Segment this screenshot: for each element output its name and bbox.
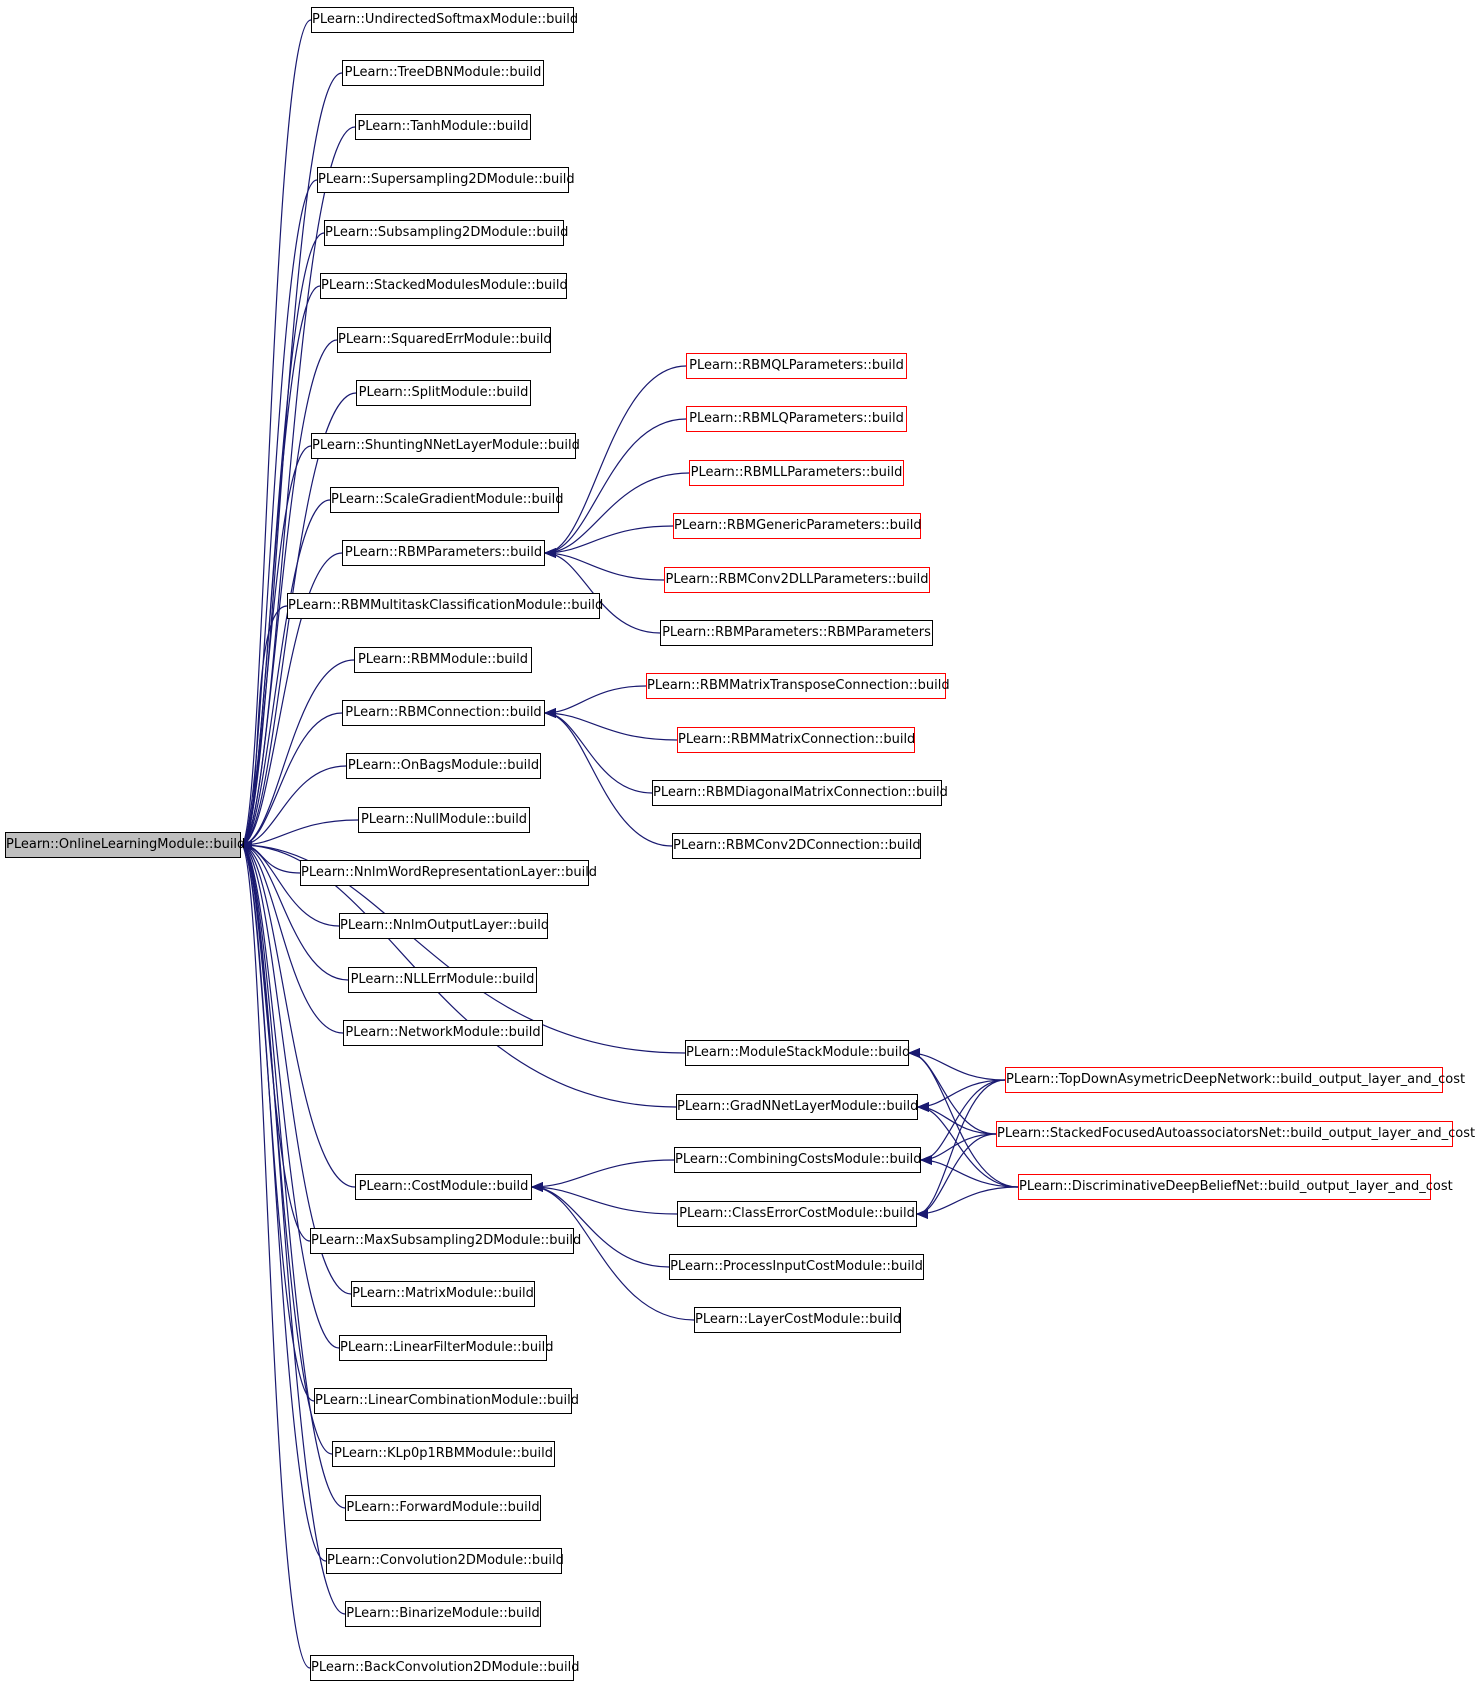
node-k1[interactable]: PLearn::CombiningCostsModule::build: [674, 1147, 922, 1173]
edge-n14-to-root: [240, 712, 343, 850]
node-p6[interactable]: PLearn::RBMParameters::RBMParameters: [660, 620, 933, 646]
node-n28[interactable]: PLearn::KLp0p1RBMModule::build: [332, 1441, 555, 1467]
edge-n31-to-root: [240, 840, 346, 1615]
edge-n30-to-root: [240, 840, 327, 1562]
node-n21[interactable]: PLearn::ModuleStackModule::build: [685, 1040, 910, 1066]
node-p5[interactable]: PLearn::RBMConv2DLLParameters::build: [664, 567, 930, 593]
node-n27[interactable]: PLearn::LinearCombinationModule::build: [314, 1388, 579, 1414]
node-n19[interactable]: PLearn::NLLErrModule::build: [348, 967, 537, 993]
edge-n32-to-root: [240, 840, 311, 1669]
edge-n11-to-root: [240, 552, 343, 850]
edge-n26-to-root: [240, 840, 340, 1349]
node-t2[interactable]: PLearn::StackedFocusedAutoassociatorsNet…: [996, 1121, 1475, 1147]
node-n29[interactable]: PLearn::ForwardModule::build: [345, 1495, 541, 1521]
node-n26[interactable]: PLearn::LinearFilterModule::build: [339, 1335, 554, 1361]
edge-c4-to-n14: [544, 708, 673, 847]
node-c1[interactable]: PLearn::RBMMatrixTransposeConnection::bu…: [646, 673, 950, 699]
edge-n10-to-root: [240, 499, 331, 850]
edge-c1-to-n14: [544, 685, 647, 718]
node-n8[interactable]: PLearn::SplitModule::build: [356, 380, 531, 406]
edge-c2-to-n14: [544, 708, 678, 741]
edge-p4-to-n11: [544, 525, 674, 558]
node-n18[interactable]: PLearn::NnlmOutputLayer::build: [339, 913, 549, 939]
edge-n5-to-root: [240, 232, 325, 850]
edge-t1-to-k2: [916, 1079, 1006, 1219]
node-n13[interactable]: PLearn::RBMModule::build: [354, 647, 532, 673]
edge-n19-to-root: [240, 840, 349, 981]
node-t1[interactable]: PLearn::TopDownAsymetricDeepNetwork::bui…: [1005, 1067, 1465, 1093]
edge-n6-to-root: [240, 285, 321, 850]
node-n30[interactable]: PLearn::Convolution2DModule::build: [326, 1548, 564, 1574]
node-c4[interactable]: PLearn::RBMConv2DConnection::build: [672, 833, 921, 859]
edge-k2-to-n23: [531, 1182, 678, 1215]
node-n1[interactable]: PLearn::UndirectedSoftmaxModule::build: [311, 7, 578, 33]
node-n9[interactable]: PLearn::ShuntingNNetLayerModule::build: [311, 433, 580, 459]
edge-k1-to-n23: [531, 1159, 675, 1192]
edge-n4-to-root: [240, 179, 318, 850]
node-n22[interactable]: PLearn::GradNNetLayerModule::build: [676, 1094, 918, 1120]
edge-p5-to-n11: [544, 548, 665, 581]
node-c2[interactable]: PLearn::RBMMatrixConnection::build: [677, 727, 915, 753]
node-n11[interactable]: PLearn::RBMParameters::build: [342, 540, 545, 566]
edge-p2-to-n11: [544, 418, 687, 558]
node-n3[interactable]: PLearn::TanhModule::build: [355, 114, 531, 140]
edge-t3-to-n21: [908, 1048, 1019, 1188]
node-n12[interactable]: PLearn::RBMMultitaskClassificationModule…: [287, 593, 603, 619]
node-n24[interactable]: PLearn::MaxSubsampling2DModule::build: [310, 1228, 581, 1254]
node-p1[interactable]: PLearn::RBMQLParameters::build: [686, 353, 907, 379]
edge-n21-to-root: [240, 840, 686, 1054]
edge-n1-to-root: [240, 19, 312, 850]
edge-n25-to-root: [240, 840, 352, 1295]
node-n16[interactable]: PLearn::NullModule::build: [358, 807, 530, 833]
node-n20[interactable]: PLearn::NetworkModule::build: [343, 1020, 543, 1046]
node-n14[interactable]: PLearn::RBMConnection::build: [342, 700, 545, 726]
node-p3[interactable]: PLearn::RBMLLParameters::build: [689, 460, 904, 486]
edge-t2-to-k1: [920, 1133, 997, 1165]
edge-k4-to-n23: [531, 1182, 695, 1321]
edge-t1-to-n21: [908, 1048, 1006, 1081]
node-n15[interactable]: PLearn::OnBagsModule::build: [346, 753, 541, 779]
node-n23[interactable]: PLearn::CostModule::build: [355, 1174, 532, 1200]
node-n6[interactable]: PLearn::StackedModulesModule::build: [320, 273, 568, 299]
node-n31[interactable]: PLearn::BinarizeModule::build: [345, 1601, 541, 1627]
edge-n7-to-root: [240, 339, 338, 850]
edge-p3-to-n11: [544, 472, 690, 558]
edge-n13-to-root: [240, 659, 355, 850]
node-n10[interactable]: PLearn::ScaleGradientModule::build: [330, 487, 564, 513]
edge-n15-to-root: [240, 765, 347, 850]
edge-t3-to-k2: [916, 1186, 1019, 1219]
edge-p1-to-n11: [544, 365, 687, 558]
edge-n12-to-root: [240, 605, 288, 850]
node-n7[interactable]: PLearn::SquaredErrModule::build: [337, 327, 552, 353]
edge-n16-to-root: [240, 819, 359, 850]
node-t3[interactable]: PLearn::DiscriminativeDeepBeliefNet::bui…: [1018, 1174, 1453, 1200]
node-n25[interactable]: PLearn::MatrixModule::build: [351, 1281, 535, 1307]
edge-t1-to-k1: [920, 1079, 1006, 1165]
edge-t3-to-n22: [917, 1102, 1019, 1188]
node-p4[interactable]: PLearn::RBMGenericParameters::build: [673, 513, 922, 539]
node-k3[interactable]: PLearn::ProcessInputCostModule::build: [669, 1254, 924, 1280]
node-root: PLearn::OnlineLearningModule::build: [5, 832, 245, 858]
node-n17[interactable]: PLearn::NnlmWordRepresentationLayer::bui…: [300, 860, 597, 886]
edge-n29-to-root: [240, 840, 346, 1509]
node-n5[interactable]: PLearn::Subsampling2DModule::build: [324, 220, 568, 246]
node-n2[interactable]: PLearn::TreeDBNModule::build: [342, 60, 544, 86]
edge-n28-to-root: [240, 840, 333, 1455]
edge-n20-to-root: [240, 840, 344, 1034]
node-c3[interactable]: PLearn::RBMDiagonalMatrixConnection::bui…: [652, 780, 948, 806]
edge-n8-to-root: [240, 392, 357, 850]
node-k2[interactable]: PLearn::ClassErrorCostModule::build: [677, 1201, 917, 1227]
node-n32[interactable]: PLearn::BackConvolution2DModule::build: [310, 1655, 579, 1681]
node-p2[interactable]: PLearn::RBMLQParameters::build: [686, 406, 907, 432]
edge-t3-to-k1: [920, 1155, 1019, 1188]
edge-n23-to-root: [240, 840, 356, 1188]
node-k4[interactable]: PLearn::LayerCostModule::build: [694, 1307, 901, 1333]
node-n4[interactable]: PLearn::Supersampling2DModule::build: [317, 167, 575, 193]
